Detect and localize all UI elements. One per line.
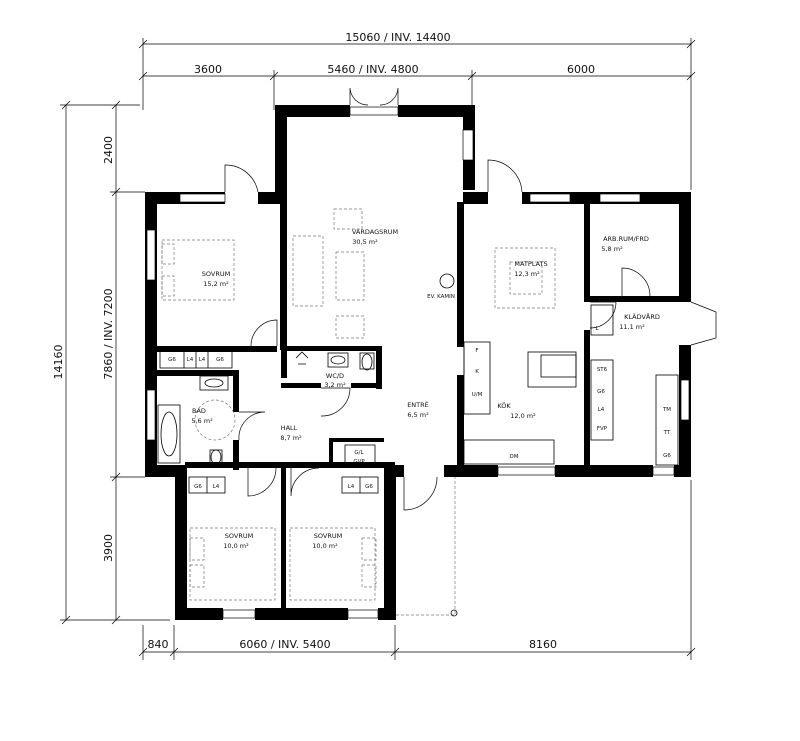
room-kladvard-area: 11,1 m²: [619, 323, 645, 331]
label-k: K: [475, 369, 479, 375]
entrance-porch: [396, 477, 458, 617]
room-wc-area: 3,2 m²: [324, 381, 346, 389]
room-entre-name: ENTRÉ: [407, 400, 429, 409]
label-st6: ST6: [597, 367, 608, 373]
shower-icon: [295, 351, 309, 365]
dim-bottom-right: 8160: [529, 638, 557, 651]
room-hall-name: HALL: [281, 424, 298, 432]
wardrobe-g6-b: G6: [216, 357, 224, 363]
room-kok-area: 12,0 m²: [510, 412, 536, 420]
room-sovrum-2-name: SOVRUM: [225, 532, 253, 540]
bathtub-icon: [157, 404, 181, 464]
label-gl: G/L: [354, 450, 364, 456]
wardrobe-l4-d: L4: [348, 484, 355, 490]
room-entre-area: 6,5 m²: [407, 411, 429, 419]
dim-left-lower: 3900: [102, 534, 115, 562]
label-gvp: GVP: [353, 459, 365, 465]
dim-bottom-left: 840: [148, 638, 169, 651]
dim-top-mid: 5460 / INV. 4800: [327, 63, 418, 76]
room-bad-area: 5,6 m²: [191, 417, 213, 425]
wardrobe-l4-b: L4: [199, 357, 206, 363]
dimension-lines: 15060 / INV. 14400 3600 5460 / INV. 4800…: [52, 31, 696, 660]
label-tm: TM: [662, 407, 671, 413]
room-sovrum-3-area: 10,0 m²: [312, 542, 338, 550]
kladvard-exterior-door[interactable]: [690, 301, 717, 346]
fixture-labels: EV. KAMIN G6 L4 L4 G6 G6 L4 L4 G6 G/L GV…: [159, 294, 671, 494]
fireplace-icon: [439, 273, 455, 289]
furniture: [157, 208, 679, 601]
wc-door[interactable]: [320, 387, 351, 417]
label-l: L: [595, 326, 599, 332]
wardrobe-l4-a: L4: [187, 357, 194, 363]
kladvard-door[interactable]: [589, 301, 617, 329]
bedroom-exterior-door[interactable]: [224, 164, 259, 193]
balcony-door-left[interactable]: [349, 87, 369, 106]
wardrobe-l4-c: L4: [213, 484, 220, 490]
windows: [146, 106, 690, 619]
dining-exterior-door[interactable]: [487, 159, 523, 193]
room-vardagsrum-name: VARDAGSRUM: [352, 228, 398, 236]
room-kok-name: KÖK: [497, 401, 511, 410]
room-arb-rum-area: 5,8 m²: [601, 245, 623, 253]
wardrobe-g6-a: G6: [168, 357, 176, 363]
room-vardagsrum-area: 30,5 m²: [352, 238, 378, 246]
room-kladvard-name: KLÄDVÅRD: [624, 312, 660, 321]
room-wc-name: WC/D: [326, 372, 344, 380]
bath-door[interactable]: [238, 411, 266, 441]
room-sovrum-main-name: SOVRUM: [202, 270, 230, 278]
label-g6-f: G6: [663, 453, 671, 459]
room-matplats-area: 12,3 m²: [514, 270, 540, 278]
dim-top-left: 3600: [194, 63, 222, 76]
label-l4-e: L4: [598, 407, 605, 413]
label-kamin: EV. KAMIN: [427, 294, 455, 300]
room-sovrum-main-area: 15,2 m²: [203, 280, 229, 288]
label-fvp: FVP: [597, 426, 608, 432]
bedroom-door[interactable]: [250, 319, 278, 347]
label-g6-e: G6: [597, 389, 605, 395]
room-sovrum-3-name: SOVRUM: [314, 532, 342, 540]
dim-top-total: 15060 / INV. 14400: [345, 31, 450, 44]
bedroom3-door[interactable]: [290, 467, 320, 497]
wardrobe-g6-c: G6: [194, 484, 202, 490]
room-sovrum-2-area: 10,0 m²: [223, 542, 249, 550]
room-matplats-name: MATPLATS: [514, 260, 547, 268]
balcony-door-right[interactable]: [379, 87, 399, 106]
arb-rum-door[interactable]: [621, 267, 651, 297]
room-hall-area: 8,7 m²: [280, 434, 302, 442]
label-dm: DM: [510, 454, 519, 460]
room-labels: VARDAGSRUM 30,5 m² SOVRUM 15,2 m² MATPLA…: [191, 228, 660, 550]
wardrobe-g6-d: G6: [365, 484, 373, 490]
dim-left-upper: 2400: [102, 136, 115, 164]
dim-top-right: 6000: [567, 63, 595, 76]
room-arb-rum-name: ARB.RUM/FRD: [603, 235, 649, 243]
entrance-door[interactable]: [403, 476, 438, 511]
label-um: U/M: [472, 392, 483, 398]
room-bad-name: BAD: [192, 407, 206, 415]
interior-walls: [149, 195, 684, 616]
bedroom2-door[interactable]: [247, 467, 277, 497]
label-f: F: [475, 348, 478, 354]
label-tt: TT: [663, 430, 671, 436]
dim-left-total: 14160: [52, 345, 65, 380]
dim-bottom-mid: 6060 / INV. 5400: [239, 638, 330, 651]
dim-left-middle: 7860 / INV. 7200: [102, 288, 115, 379]
label-elc: ELC: [599, 298, 610, 304]
